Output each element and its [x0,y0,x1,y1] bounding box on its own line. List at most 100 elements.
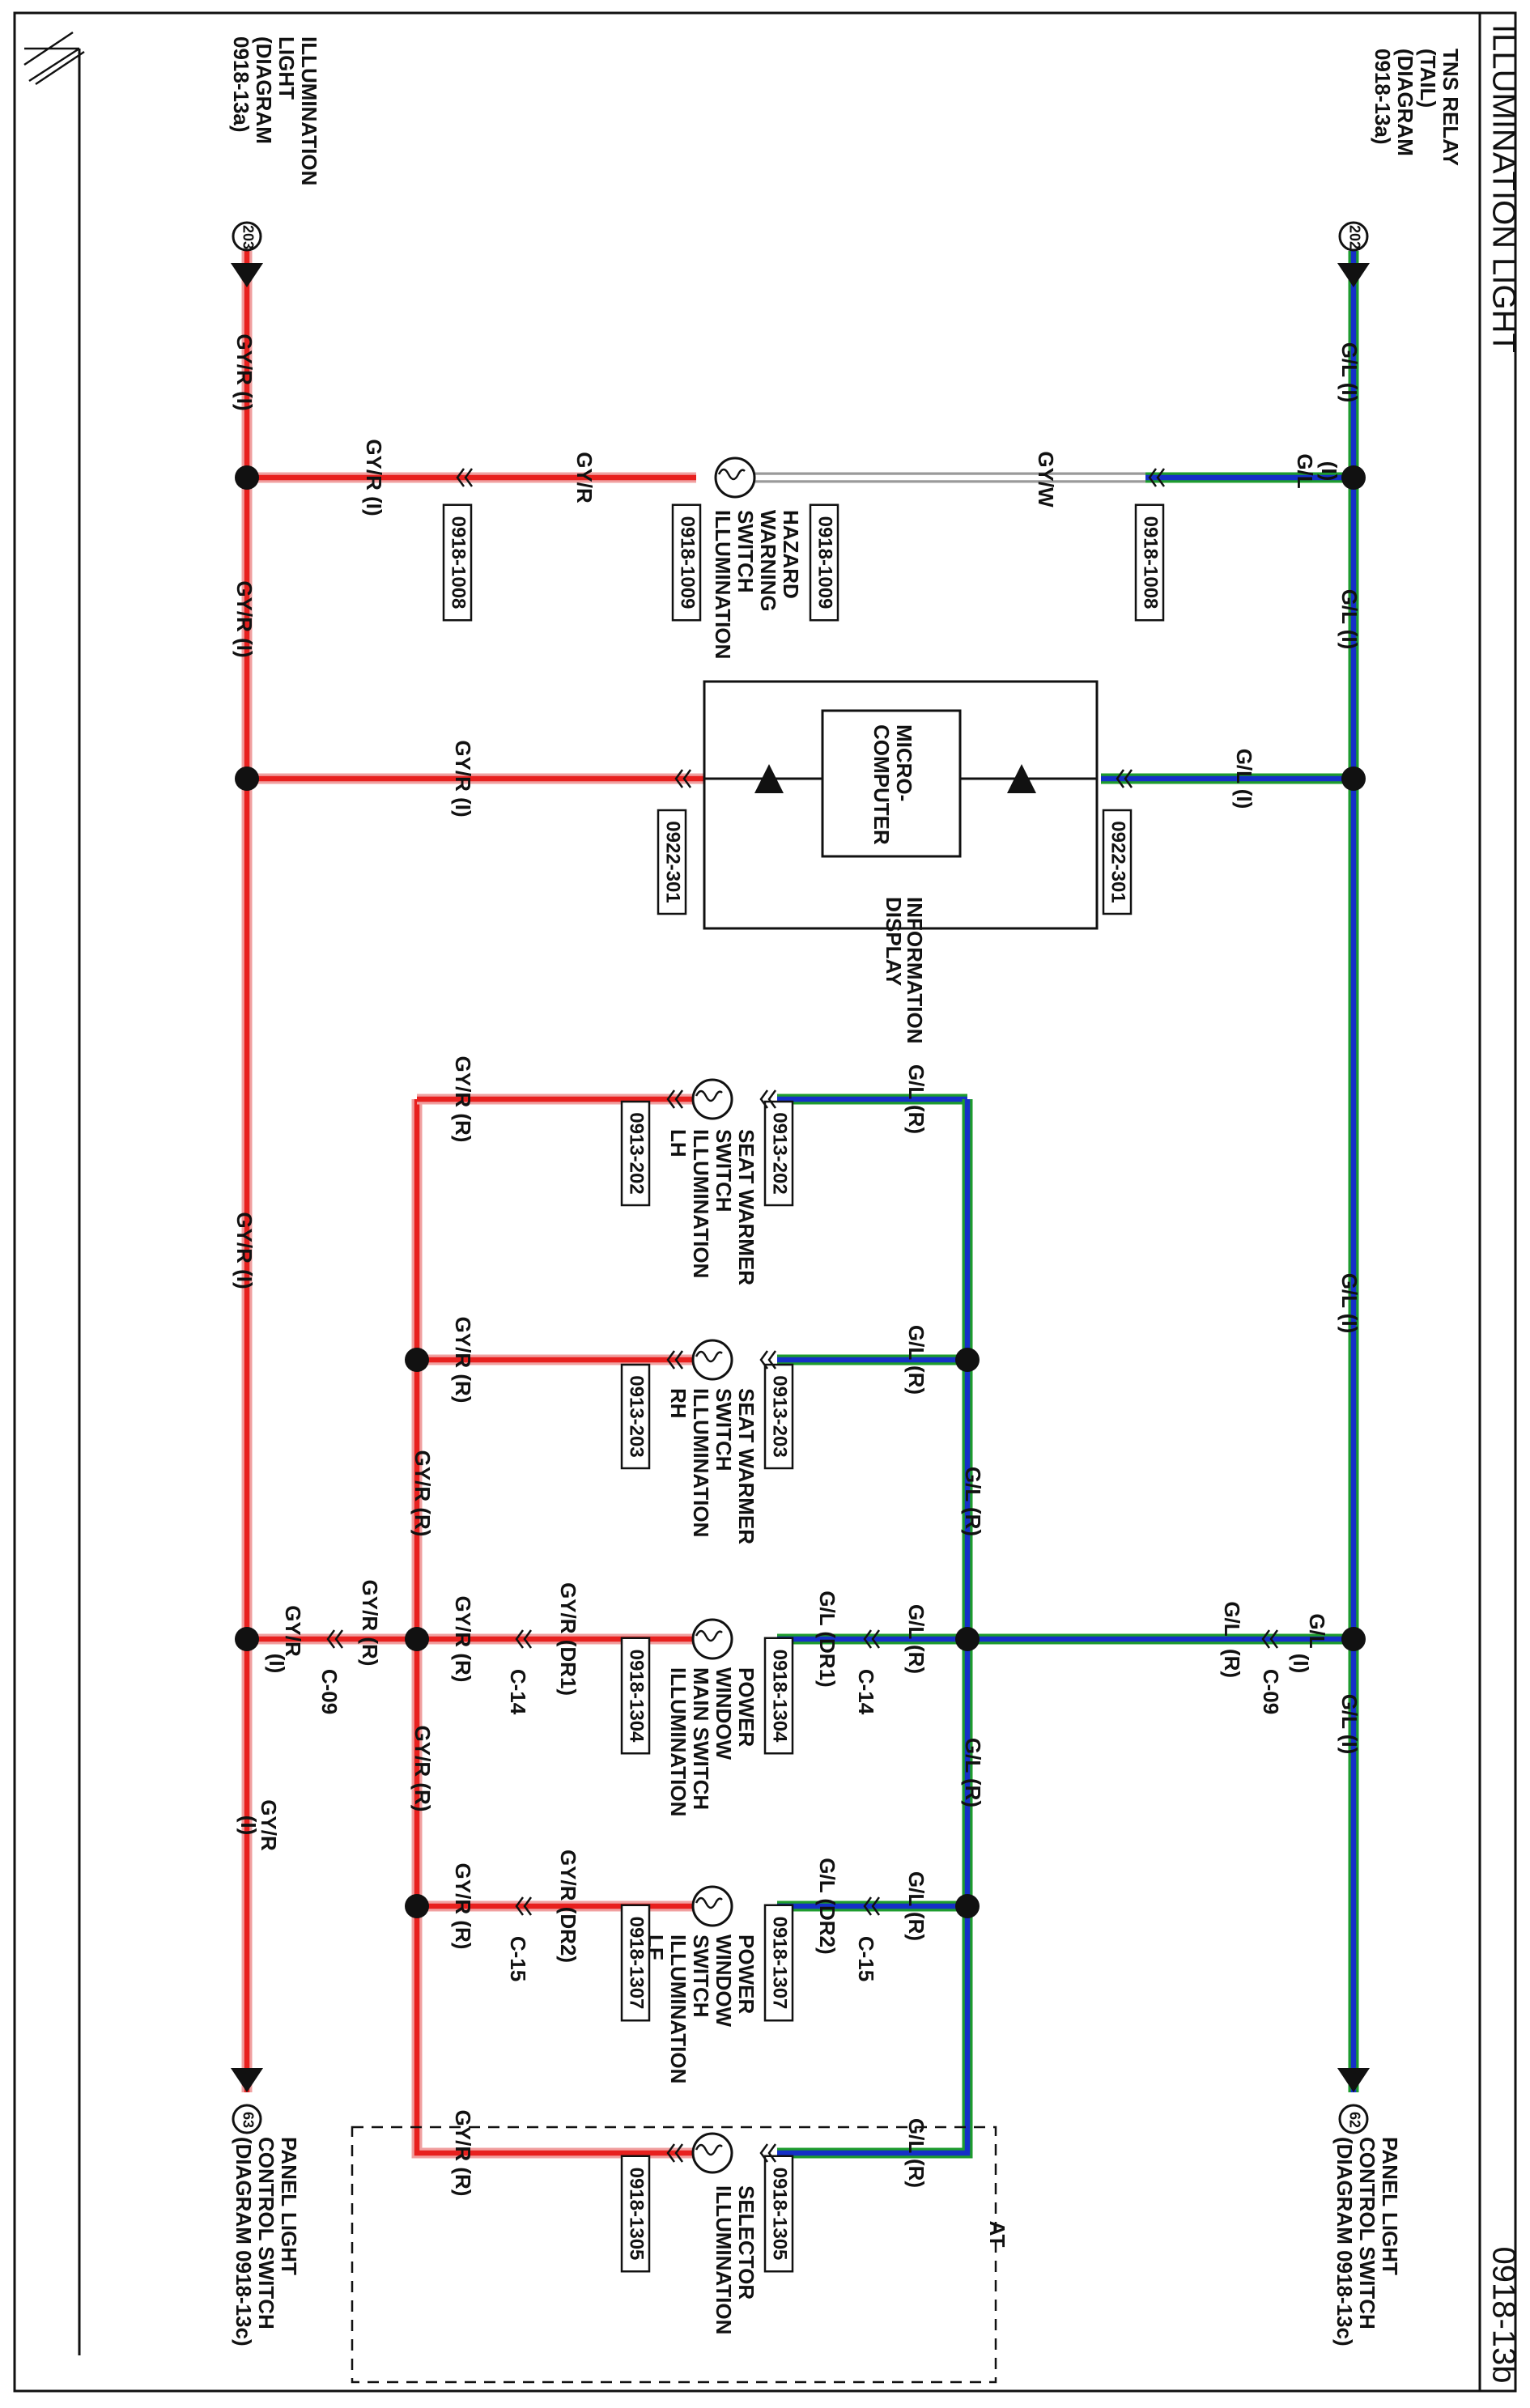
seat-rh-label: SWITCH [712,1388,736,1472]
seat-lh-label: SEAT WARMER [734,1129,759,1285]
junction-dot [405,1894,429,1918]
wire-label-gyr-r: GY/R (R) [451,1056,475,1143]
connector-chevron [523,1629,533,1649]
pw-main-label: POWER [734,1667,759,1747]
information-display-label: INFORMATION [903,897,927,1044]
junction-dot [235,767,259,791]
wire-label-r: (R) [1220,1649,1244,1678]
lamp-filament [717,468,746,481]
connector-chevron [767,2143,777,2163]
arrow-down-icon [231,263,263,287]
connector-chevron [464,468,474,487]
tns-relay-label: (DIAGRAM [1393,49,1417,156]
connector-chevron [523,1896,533,1916]
seat-rh-label: SEAT WARMER [734,1388,759,1544]
lamp-filament [695,1089,723,1102]
connector-chevron [666,1089,676,1109]
connector-0913-203-r: 0913-203 [769,1375,791,1457]
connector-0918-1307-l-box [620,1904,651,2022]
selector-label: ILLUMINATION [712,2185,736,2334]
connector-0913-203-r-box [763,1363,794,1470]
wire-label-gyw: GY/W [1034,451,1058,508]
tns-relay-label: TNS RELAY [1439,49,1463,166]
wire-label-gl-i: G/L (I) [1232,749,1256,809]
wire-label-gyr-r: GY/R (R) [451,1863,475,1950]
connector-0918-1304-l-box [620,1637,651,1755]
connector-chevron [674,1350,684,1370]
connector-chevron [674,769,684,788]
illum-light-label: ILLUMINATION [297,36,321,185]
wire-label-gyr-r: GY/R (R) [451,1596,475,1683]
wire-label-gyr-i: GY/R (I) [232,333,257,410]
hazard-label: HAZARD [779,510,803,599]
page-title: ILLUMINATION LIGHT [1485,24,1521,353]
wire-label-gl-r: G/L (R) [961,1467,985,1536]
connector-0918-1008-l-box [442,503,473,622]
wire-label-gl: G/L [1305,1613,1329,1648]
connector-0918-1307-r-box [763,1904,794,2022]
connector-c14-l: C-14 [506,1669,530,1715]
diode-icon [1007,764,1036,793]
junction-dot [405,1348,429,1372]
tns-relay-label: (TAIL) [1416,49,1440,108]
lamp-filament [695,1896,723,1909]
connector-chevron [871,1629,881,1649]
connector-0913-203-l: 0913-203 [626,1375,648,1457]
connector-chevron [759,1089,769,1109]
connector-0918-1008-l: 0918-1008 [448,516,470,609]
component-layer [13,11,1517,2393]
tns-relay-number-ring [1338,221,1369,252]
wire-label-gyr: GY/R [257,1799,281,1851]
lamp-filament [695,1629,723,1642]
connector-0918-1307-r: 0918-1307 [769,1917,791,2010]
pw-lf-label: POWER [734,1934,759,2014]
panel-left-number: 63 [240,2112,256,2128]
wire-label-gyr-r: GY/R (R) [358,1580,382,1667]
wire-layer [241,251,1359,2159]
wire-label-gl-i: G/L (I) [1337,1694,1362,1755]
wire-label-gl-r: G/L (R) [904,2118,929,2188]
panel-left-label: (DIAGRAM 0918-13c) [232,2137,256,2346]
at-dashed-box [351,2126,997,2384]
wire-label-gyr-dr2: GY/R (DR2) [556,1850,580,1963]
wire-label-gl: G/L [1220,1601,1244,1636]
connector-chevron [863,1896,873,1916]
connector-0918-1009-l: 0918-1009 [677,516,699,609]
hazard-label: WARNING [756,510,780,612]
connector-0918-1307-l: 0918-1307 [626,1917,648,2010]
connector-0922-301-l-box [657,809,687,915]
tns-relay-label: 0918-13a) [1371,49,1395,145]
panel-right-label: PANEL LIGHT [1378,2137,1402,2275]
seat-lh-label: LH [666,1129,691,1157]
connector-0918-1305-r: 0918-1305 [769,2168,791,2261]
panel-right-number: 62 [1346,2112,1362,2128]
tns-relay-number: 202 [1346,225,1362,249]
connector-0913-202-l-box [620,1100,651,1207]
junction-dot [1341,767,1366,791]
connector-0918-1009-r: 0918-1009 [814,516,836,609]
selector-label: SELECTOR [734,2185,759,2300]
connector-chevron [666,1350,676,1370]
connector-0918-1304-l: 0918-1304 [626,1650,648,1743]
wire-label-gyr-i: GY/R (I) [362,439,386,516]
connector-chevron [1124,769,1133,788]
connector-chevron [674,2143,684,2163]
hazard-label: ILLUMINATION [711,510,735,659]
at-label: AT [985,2221,1009,2248]
page-frame [13,11,1517,2393]
connector-0918-1304-r: 0918-1304 [769,1650,791,1743]
junction-dot [235,1627,259,1651]
panel-left-number-ring [232,2104,262,2134]
wire-label-gl-r: G/L (R) [904,1604,929,1674]
connector-c09-l: C-09 [317,1669,342,1714]
hazard-label: SWITCH [733,510,758,593]
wire-label-gl-i: G/L (I) [1337,1273,1362,1334]
arrow-down-icon [231,2068,263,2092]
illum-light-label: (DIAGRAM [252,36,276,144]
connector-chevron [1148,468,1158,487]
wire-label-gyr-r: GY/R (R) [410,1450,435,1537]
wire-label-gl-dr1: G/L (DR1) [815,1590,839,1687]
junction-dot [1341,1627,1366,1651]
wire-label-gl-r: G/L (R) [904,1064,929,1134]
wire-label-gl-i: G/L (I) [1337,589,1362,650]
